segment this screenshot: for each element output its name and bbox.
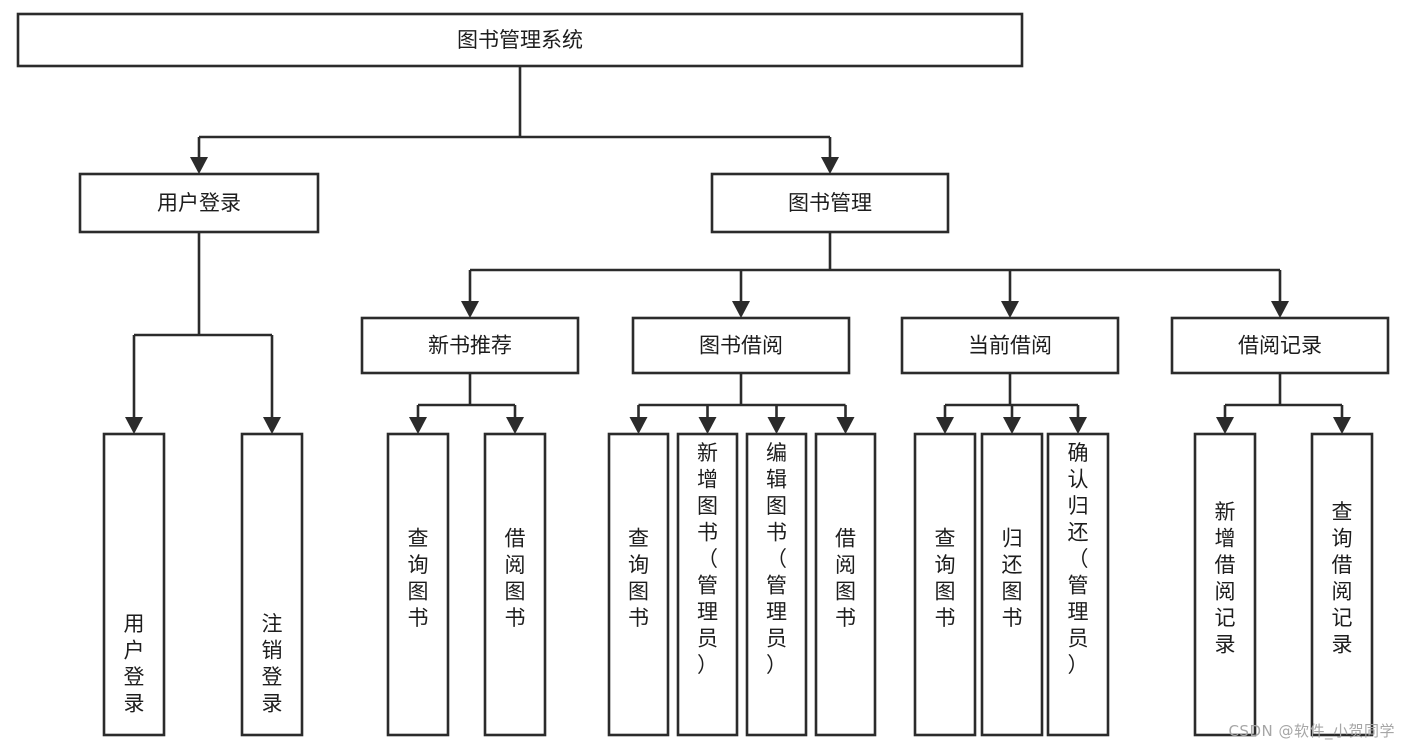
arrow-head-icon (629, 417, 648, 434)
arrow-head-icon (506, 417, 524, 434)
node-leaf-user-login[interactable]: 用户登录 (102, 432, 166, 737)
node-root[interactable]: 图书管理系统 (16, 12, 1024, 68)
node-label: 借阅图书 (505, 527, 526, 631)
node-box (360, 316, 580, 375)
node-label: 编辑图书（管理员） (766, 441, 787, 677)
arrow-head-icon (409, 417, 427, 434)
node-leaf-add-book[interactable]: 新增图书（管理员） (676, 432, 739, 737)
arrow-head-icon (461, 301, 479, 318)
arrow-head-icon (125, 417, 143, 434)
node-label: 归还图书 (1002, 527, 1023, 631)
node-leaf-query-book-1[interactable]: 查询图书 (386, 432, 450, 737)
node-label: 查询图书 (408, 527, 429, 631)
node-book-borrow[interactable]: 图书借阅 (631, 316, 851, 375)
arrow-head-icon (1271, 301, 1289, 318)
node-box (913, 432, 977, 737)
node-label: 用户登录 (157, 191, 241, 215)
node-user-login[interactable]: 用户登录 (78, 172, 320, 234)
node-label: 查询图书 (628, 527, 649, 631)
node-box (900, 316, 1120, 375)
arrow-head-icon (767, 417, 786, 434)
arrow-head-icon (190, 157, 208, 174)
node-leaf-query-book-2[interactable]: 查询图书 (607, 432, 670, 737)
node-label: 注销登录 (262, 612, 283, 716)
node-label: 图书管理 (788, 191, 872, 215)
node-borrow-record[interactable]: 借阅记录 (1170, 316, 1390, 375)
node-box (1193, 432, 1257, 737)
node-leaf-borrow-book-1[interactable]: 借阅图书 (483, 432, 547, 737)
node-leaf-return-book[interactable]: 归还图书 (980, 432, 1044, 737)
arrow-head-icon (698, 417, 717, 434)
node-label: 当前借阅 (968, 334, 1052, 358)
node-box (483, 432, 547, 737)
node-label: 新增借阅记录 (1215, 500, 1236, 657)
node-leaf-confirm-return[interactable]: 确认归还（管理员） (1046, 432, 1110, 737)
node-box (1310, 432, 1374, 737)
node-label: 查询借阅记录 (1332, 500, 1353, 657)
node-leaf-query-book-3[interactable]: 查询图书 (913, 432, 977, 737)
node-leaf-logout[interactable]: 注销登录 (240, 432, 304, 737)
node-leaf-add-record[interactable]: 新增借阅记录 (1193, 432, 1257, 737)
arrow-head-icon (1003, 417, 1021, 434)
node-box (710, 172, 950, 234)
node-label: 新增图书（管理员） (697, 441, 718, 677)
node-box (240, 432, 304, 737)
node-book-manage[interactable]: 图书管理 (710, 172, 950, 234)
node-box (16, 12, 1024, 68)
node-box (1046, 432, 1110, 737)
node-leaf-query-record[interactable]: 查询借阅记录 (1310, 432, 1374, 737)
arrow-head-icon (1069, 417, 1087, 434)
node-label: 图书管理系统 (457, 28, 583, 52)
node-label: 借阅图书 (835, 527, 856, 631)
node-box (102, 432, 166, 737)
node-label: 图书借阅 (699, 334, 783, 358)
connector-layer (125, 66, 1351, 434)
node-box (607, 432, 670, 737)
arrow-head-icon (1216, 417, 1234, 434)
node-label: 用户登录 (124, 612, 145, 716)
node-box (1170, 316, 1390, 375)
node-label: 新书推荐 (428, 334, 512, 358)
node-leaf-borrow-book-2[interactable]: 借阅图书 (814, 432, 877, 737)
arrow-head-icon (1001, 301, 1019, 318)
node-new-book-rec[interactable]: 新书推荐 (360, 316, 580, 375)
node-label: 查询图书 (935, 527, 956, 631)
arrow-head-icon (936, 417, 954, 434)
arrow-head-icon (836, 417, 855, 434)
node-label: 借阅记录 (1238, 334, 1322, 358)
watermark-text: CSDN @软件_小贺同学 (1228, 722, 1395, 740)
arrow-head-icon (263, 417, 281, 434)
arrow-head-icon (1333, 417, 1351, 434)
node-box (814, 432, 877, 737)
node-box (676, 432, 739, 737)
arrow-head-icon (732, 301, 750, 318)
arrow-head-icon (821, 157, 839, 174)
node-box (631, 316, 851, 375)
node-box (386, 432, 450, 737)
node-leaf-edit-book[interactable]: 编辑图书（管理员） (745, 432, 808, 737)
node-box (745, 432, 808, 737)
node-label: 确认归还（管理员） (1068, 441, 1089, 677)
node-current-borrow[interactable]: 当前借阅 (900, 316, 1120, 375)
node-box (980, 432, 1044, 737)
node-box (78, 172, 320, 234)
